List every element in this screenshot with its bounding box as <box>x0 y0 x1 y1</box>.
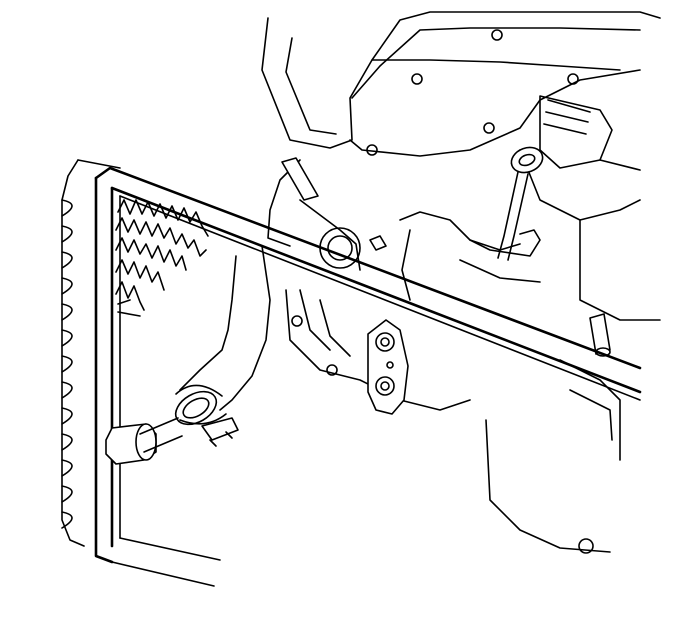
clamp-icon <box>175 384 223 397</box>
oil-dipstick <box>459 146 544 283</box>
engine-block <box>261 11 661 554</box>
radiator-fins <box>61 199 73 529</box>
bolt-icon <box>366 144 378 156</box>
hose-clamp <box>175 384 239 447</box>
clamp-icon <box>281 157 319 201</box>
bolt-icon <box>483 122 495 134</box>
hose-icon <box>179 255 237 391</box>
dipstick-icon <box>510 146 544 174</box>
ac-compressor-fitting <box>367 319 409 415</box>
bolt-icon <box>567 73 579 85</box>
radiator-outlet-cap <box>105 417 183 465</box>
drain-plug-icon <box>578 538 594 554</box>
radiator-core-texture <box>115 199 209 317</box>
bolt-icon <box>369 235 387 251</box>
radiator-hose <box>174 245 271 447</box>
radiator <box>61 159 642 587</box>
bolt-icon <box>411 73 423 85</box>
bolt-icon <box>491 29 503 41</box>
